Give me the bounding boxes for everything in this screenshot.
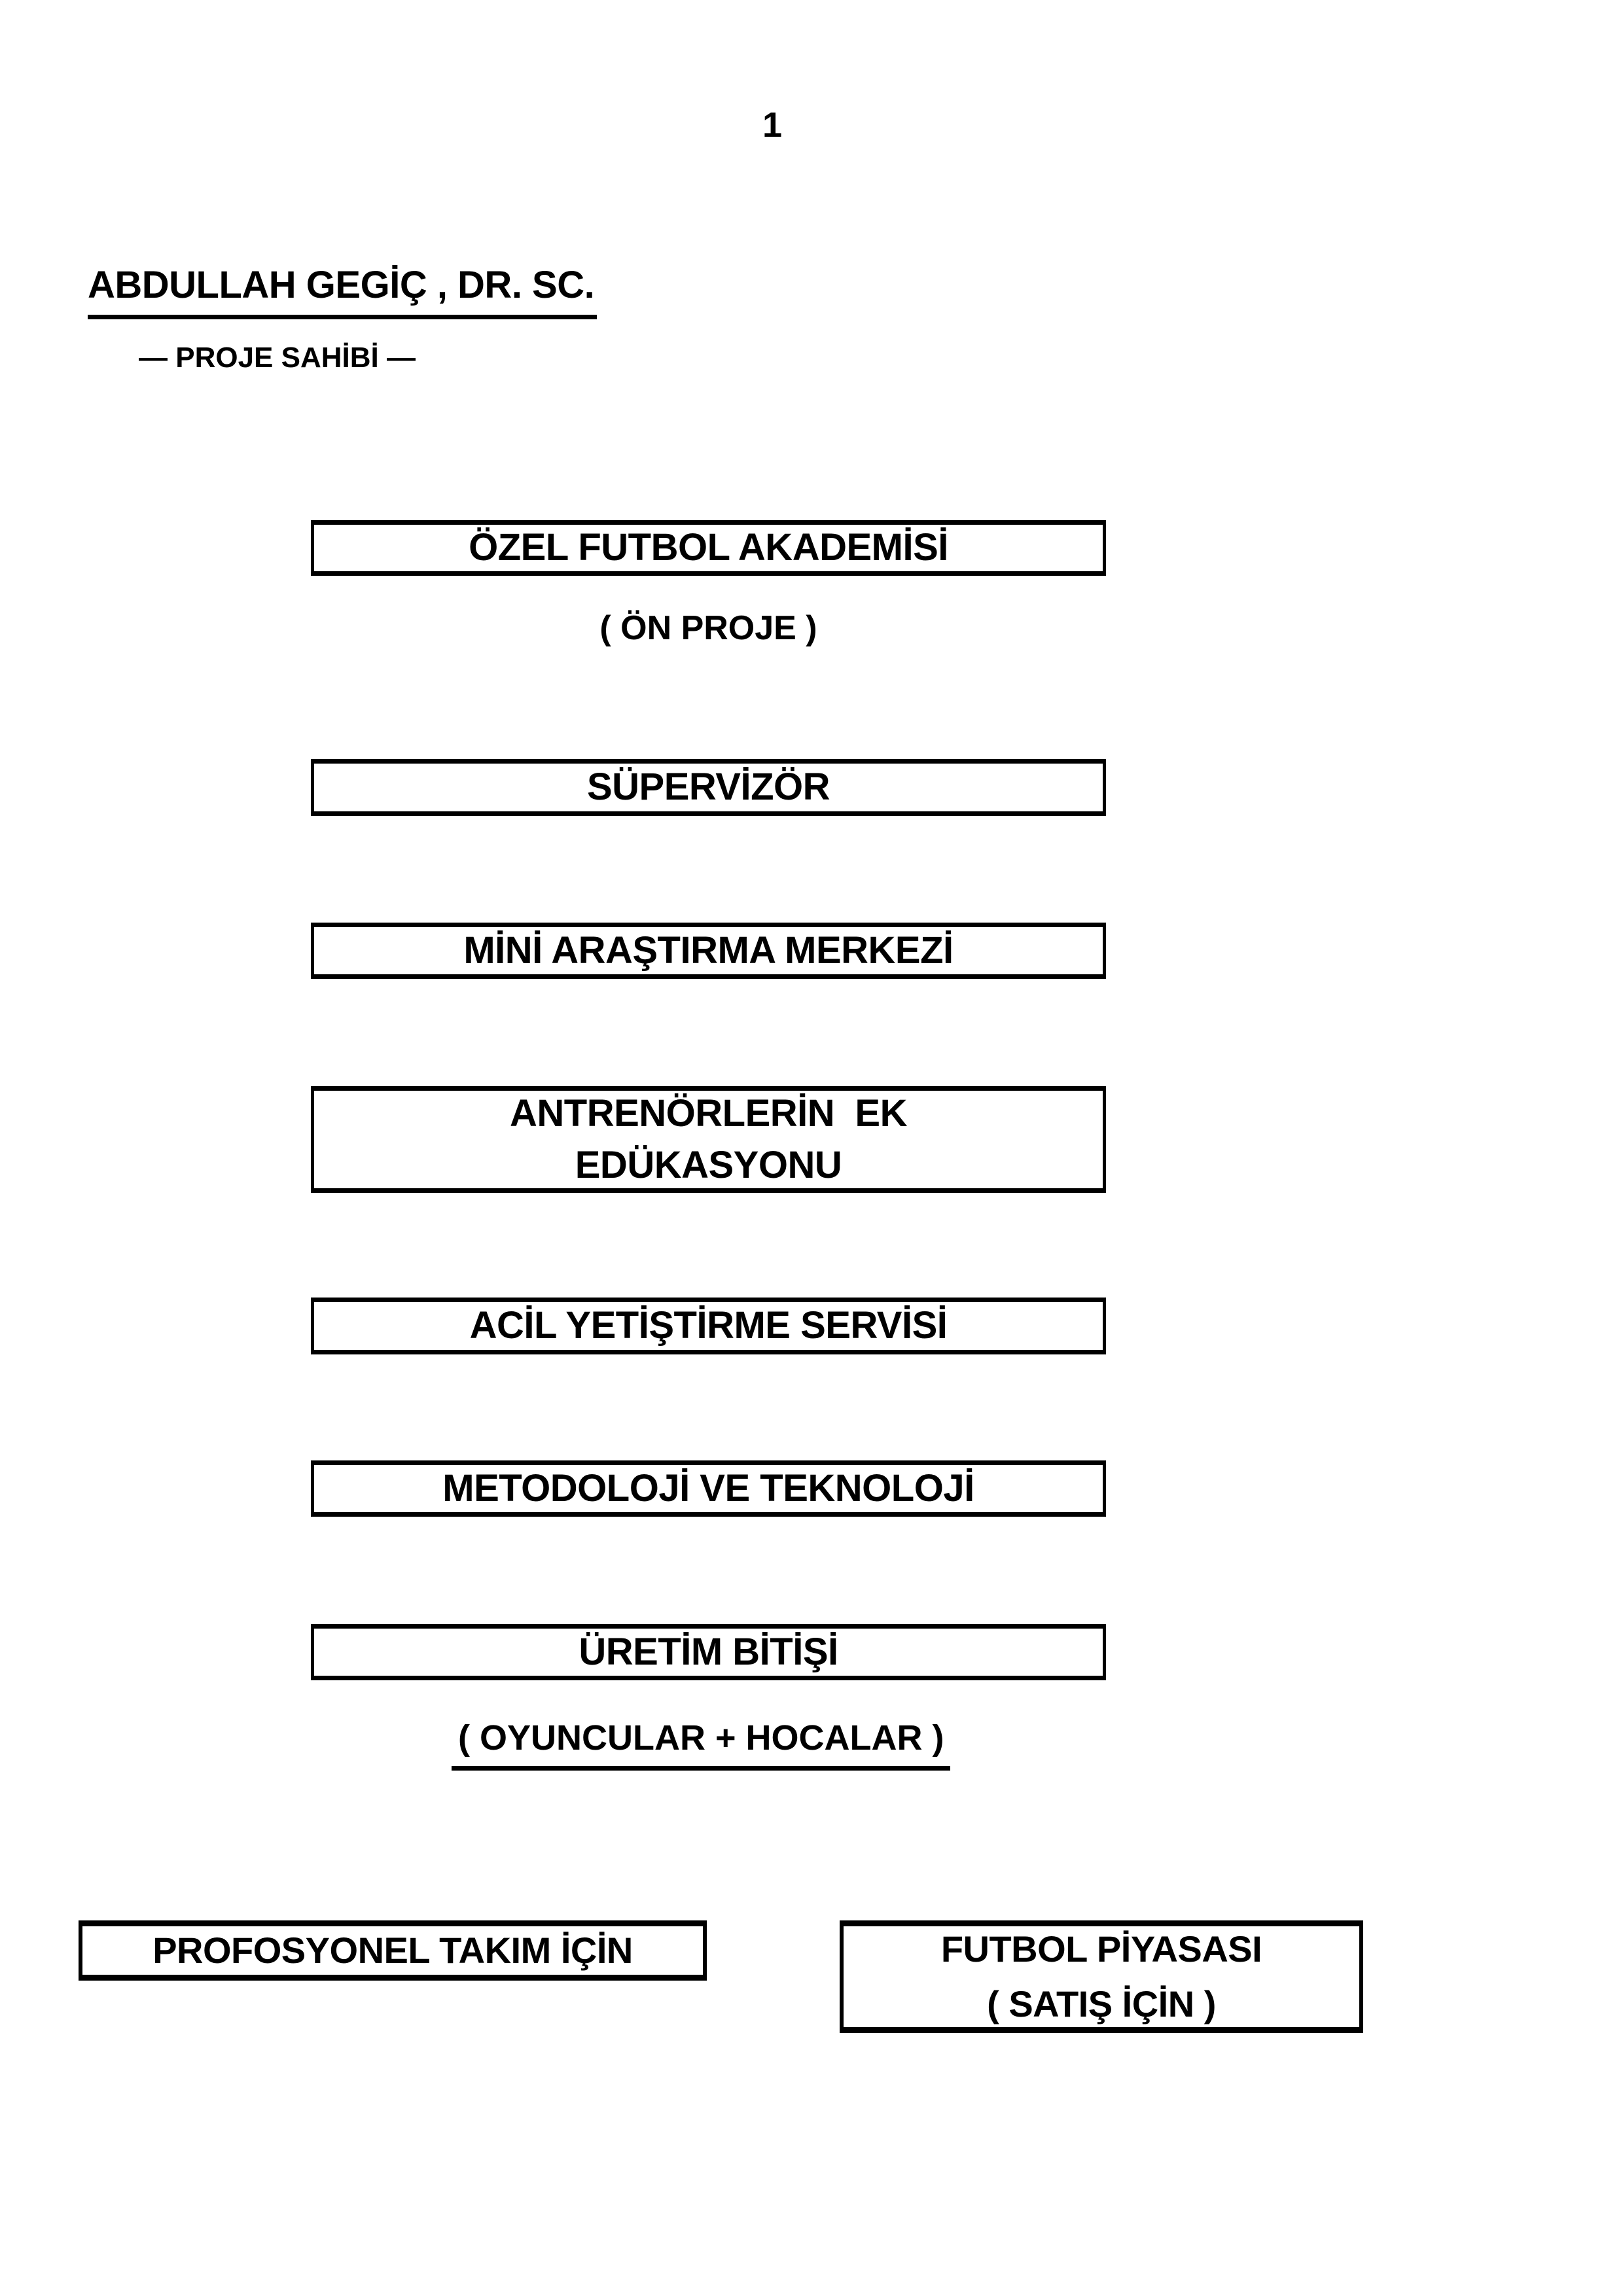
flow-box-acil-yetistirme-servisi: ACİL YETİŞTİRME SERVİSİ <box>311 1298 1106 1354</box>
flow-box-metodoloji-ve-teknoloji: METODOLOJİ VE TEKNOLOJİ <box>311 1460 1106 1517</box>
project-owner-subtitle: — PROJE SAHİBİ — <box>139 342 416 374</box>
flow-box-supervizor: SÜPERVİZÖR <box>311 759 1106 816</box>
flow-box-uretim-bitisi: ÜRETİM BİTİŞİ <box>311 1624 1106 1680</box>
flow-box-antrenorlerin-ek-edukasyonu: ANTRENÖRLERİN EK EDÜKASYONU <box>311 1086 1106 1193</box>
box-label: FUTBOL PİYASASI ( SATIŞ İÇİN ) <box>940 1928 1262 2024</box>
author-heading: ABDULLAH GEGİÇ , DR. SC. <box>88 263 597 319</box>
flow-box-mini-arastirma-merkezi: MİNİ ARAŞTIRMA MERKEZİ <box>311 923 1106 979</box>
box-label: ANTRENÖRLERİN EK EDÜKASYONU <box>510 1092 907 1186</box>
box-label: ÖZEL FUTBOL AKADEMİSİ <box>469 526 948 569</box>
box-label: ACİL YETİŞTİRME SERVİSİ <box>469 1304 948 1347</box>
page-number: 1 <box>762 105 783 145</box>
box-label: PROFOSYONEL TAKIM İÇİN <box>152 1930 633 1971</box>
box-label: MİNİ ARAŞTIRMA MERKEZİ <box>463 928 954 972</box>
note-oyuncular-hocalar: ( OYUNCULAR + HOCALAR ) <box>452 1718 951 1771</box>
output-box-profesyonel-takim-icin: PROFOSYONEL TAKIM İÇİN <box>79 1920 707 1981</box>
box-label: METODOLOJİ VE TEKNOLOJİ <box>442 1466 974 1510</box>
note-on-proje: ( ÖN PROJE ) <box>599 609 817 647</box>
flow-box-ozel-futbol-akademisi: ÖZEL FUTBOL AKADEMİSİ <box>311 520 1106 576</box>
box-label: ÜRETİM BİTİŞİ <box>579 1630 838 1673</box>
output-box-futbol-piyasasi-satis-icin: FUTBOL PİYASASI ( SATIŞ İÇİN ) <box>840 1920 1363 2033</box>
box-label: SÜPERVİZÖR <box>586 766 830 809</box>
